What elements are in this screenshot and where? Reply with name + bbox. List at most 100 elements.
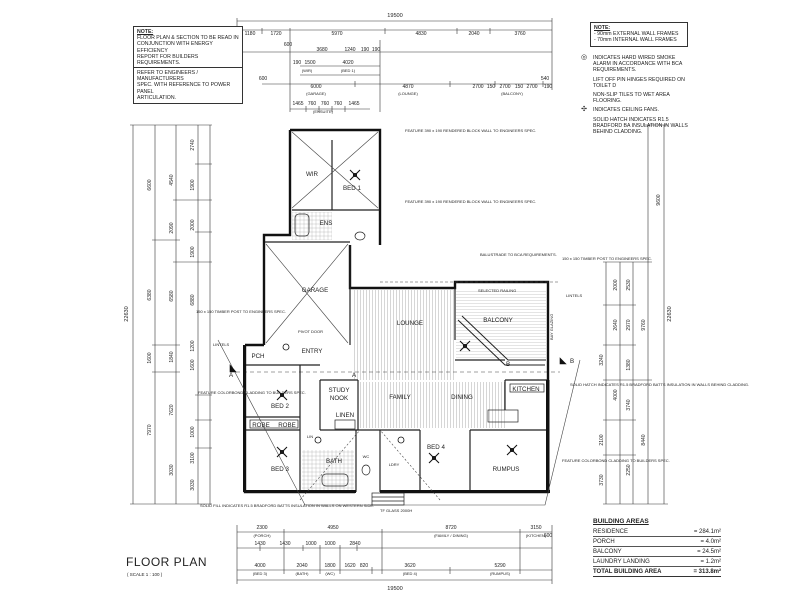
- dim-top5-4: 760: [334, 101, 343, 107]
- callout-lintels-right: LINTELS: [566, 293, 583, 298]
- balcony-railing: [457, 315, 546, 366]
- callout-colorbond-right: FEATURE COLORBOND CLADDING TO BUILDERS S…: [562, 458, 670, 463]
- right-outer-dim: 9600: [656, 194, 662, 205]
- dim-top5-5: 1465: [348, 101, 359, 107]
- dim-top4-1: 600: [259, 76, 268, 82]
- room-entry: ENTRY: [302, 348, 323, 355]
- bottom-overall-dim: 19500: [387, 586, 403, 592]
- dim-bottom-2: 4950: [327, 525, 338, 531]
- area-value: = 1.2m²: [700, 558, 721, 565]
- right-inner-dim: 2100: [599, 434, 605, 445]
- left-inner-dim: 3030: [190, 479, 196, 490]
- left-overall-dim: 22630: [124, 306, 130, 322]
- dim-bottom3-wc: (WC): [325, 571, 335, 576]
- floor-boards: [292, 212, 546, 490]
- ceiling-fan-icon: [506, 444, 518, 456]
- area-row: RESIDENCE = 284.1m²: [593, 527, 721, 537]
- bathtub-bath: [321, 473, 349, 487]
- right-dimensions: [603, 124, 668, 505]
- right-outer-dim: 8440: [641, 434, 647, 445]
- dim-bottom2-1: 1430: [254, 541, 265, 547]
- area-value: = 24.5m²: [697, 548, 721, 555]
- callout-balustrade: BALUSTRADE TO BCA REQUIREMENTS.: [480, 252, 557, 257]
- dim-bottom-4: 3150: [530, 525, 541, 531]
- callout-glass-door: TF GLASS 2000H: [380, 508, 412, 513]
- dim-top5-2: 760: [308, 101, 317, 107]
- engineers-note-line: REFER TO ENGINEERS / MANUFACTURERS: [137, 70, 198, 83]
- dim-top-4: 4830: [415, 31, 426, 37]
- wall-frames-note-line: - 90mm EXTERNAL WALL FRAMES: [594, 31, 679, 38]
- left-outer-dim: 1600: [147, 352, 153, 363]
- section-markers: [229, 357, 567, 373]
- top-overall-dim: 19500: [387, 13, 403, 19]
- dim-top-1: 1180: [245, 31, 256, 37]
- area-value: = 4.0m²: [700, 538, 721, 545]
- engineers-note-line: SPEC. WITH REFERENCE TO POWER PANEL: [137, 82, 231, 95]
- left-dimensions: [130, 124, 212, 505]
- callout-timber-post-left: 150 x 150 TIMBER POST TO ENGINEERS SPEC.: [196, 309, 286, 314]
- kitchen-bench: [509, 383, 545, 393]
- right-overall-dim: 22630: [667, 306, 673, 322]
- plan-title: FLOOR PLAN: [126, 555, 208, 569]
- general-note-title: NOTE:: [137, 29, 154, 35]
- dim-top4-balcony: (BALCONY): [501, 91, 523, 96]
- dim-top2-2: 3680: [316, 47, 327, 53]
- area-row: PORCH = 4.0m²: [593, 537, 721, 547]
- section-a-mid: A: [352, 372, 357, 379]
- area-label: BALCONY: [593, 548, 622, 555]
- room-lin: LIN: [307, 434, 313, 439]
- dim-top-5: 2040: [468, 31, 479, 37]
- dim-top4-9: 540: [541, 76, 550, 82]
- plan-scale: ( SCALE 1 : 100 ): [127, 572, 163, 577]
- area-label: RESIDENCE: [593, 528, 629, 535]
- left-inner-dim: 1000: [190, 426, 196, 437]
- section-b-right: B: [570, 358, 574, 365]
- dim-bottom3-bed3: (BED 3): [253, 571, 268, 576]
- left-inner-dim: 1600: [190, 359, 196, 370]
- left-inner-dim: 1900: [190, 246, 196, 257]
- legend: ◎ INDICATES HARD WIRED SMOKE ALARM IN AC…: [578, 54, 690, 138]
- dim-bottom-3: 8720: [445, 525, 456, 531]
- room-kitchen: KITCHEN: [512, 386, 539, 393]
- callout-pivot-door: PIVOT DOOR: [298, 329, 323, 334]
- dim-top-3: 5970: [331, 31, 342, 37]
- room-wir: WIR: [306, 171, 319, 178]
- right-inner-dim: 3240: [599, 354, 605, 365]
- right-dimension-labels: 22630 9600 9760 8440 2530 2970 1380 3740…: [599, 194, 673, 485]
- area-row: LAUNDRY LANDING = 1.2m²: [593, 557, 721, 567]
- dim-top4-3: 4870: [402, 84, 413, 90]
- left-inner-dim: 2740: [190, 139, 196, 150]
- ceiling-fan-icon: ✣: [581, 106, 587, 114]
- area-label: LAUNDRY LANDING: [593, 558, 650, 565]
- legend-text: LIFT OFF PIN HINGES REQUIRED ON TOILET D: [593, 76, 685, 89]
- dim-top5-3: 760: [321, 101, 330, 107]
- room-balcony: BALCONY: [483, 317, 513, 324]
- dim-top3-wir: (WIR): [302, 68, 313, 73]
- linen-shelves: [334, 419, 356, 430]
- smoke-alarm-icon: [397, 436, 405, 444]
- callout-solid-hatch: SOLID HATCH INDICATES R1.5 BRADFORD BATT…: [570, 382, 749, 387]
- room-bed2: BED 2: [271, 403, 289, 410]
- callout-feature-wall-2: FEATURE 390 x 190 RENDERED BLOCK WALL TO…: [405, 199, 536, 204]
- ceiling-fans: [276, 169, 518, 464]
- callout-feature-wall-1: FEATURE 390 x 190 RENDERED BLOCK WALL TO…: [405, 128, 536, 133]
- robe-fittings: [249, 419, 299, 429]
- left-mid-dim: 2090: [169, 222, 175, 233]
- legend-row: LIFT OFF PIN HINGES REQUIRED ON TOILET D: [578, 77, 690, 89]
- callout-timber-post-right: 150 x 150 TIMBER POST TO ENGINEERS SPEC.: [562, 256, 652, 261]
- dim-bottom3-rumpus: (RUMPUS): [490, 571, 511, 576]
- entry-steps: [371, 492, 405, 506]
- callout-bay-glazing: BAY GLAZING: [549, 314, 554, 340]
- top-dimension-labels: 19500 1180 1720 5970 4830 2040 3760 600 …: [245, 13, 553, 114]
- dim-top4-2: 6000: [310, 84, 321, 90]
- right-inner-dim: 4000: [613, 389, 619, 400]
- left-outer-dim: 6600: [147, 179, 153, 190]
- building-areas-title: BUILDING AREAS: [593, 518, 649, 525]
- dim-bottom2-3: 1000: [305, 541, 316, 547]
- section-b-mid: B: [506, 361, 510, 368]
- building-areas-table: BUILDING AREAS RESIDENCE = 284.1m² PORCH…: [593, 518, 721, 577]
- insulation-hatch: [243, 345, 550, 493]
- left-inner-dim: 1200: [190, 340, 196, 351]
- general-note-line: CONJUNCTION WITH ENERGY EFFICIENCY: [137, 41, 213, 54]
- room-bed3: BED 3: [271, 466, 289, 473]
